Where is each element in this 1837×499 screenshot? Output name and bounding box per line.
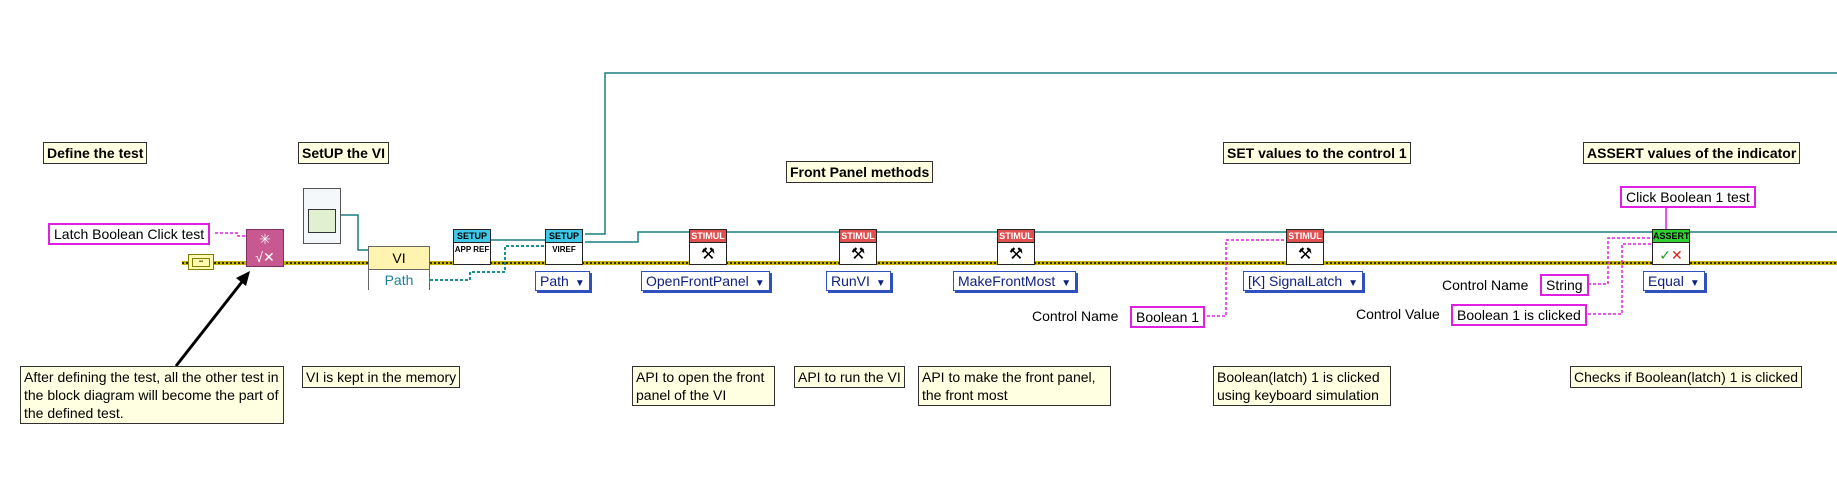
setup-header: SETUP xyxy=(546,230,582,243)
stimul-signal-latch-node[interactable]: STIMUL ⚒ xyxy=(1286,229,1324,265)
ring-label: RunVI xyxy=(831,273,870,289)
arrow-head xyxy=(236,271,250,286)
run-vi-ring[interactable]: RunVI ▼ xyxy=(826,271,891,291)
tools-icon: ⚒ xyxy=(850,246,866,263)
define-test-note: After defining the test, all the other t… xyxy=(20,366,284,424)
control-name-constant[interactable]: Boolean 1 xyxy=(1130,306,1206,328)
assert-name-constant[interactable]: Click Boolean 1 test xyxy=(1620,186,1756,208)
path-wire xyxy=(430,245,545,281)
dropdown-arrow-icon: ▼ xyxy=(754,278,765,289)
open-vi-ref-node[interactable]: VI Path xyxy=(368,246,430,290)
vi-preview-icon xyxy=(308,209,336,233)
stimul-open-front-panel-node[interactable]: STIMUL ⚒ xyxy=(689,229,727,265)
signal-latch-ring[interactable]: [K] SignalLatch ▼ xyxy=(1243,271,1364,291)
error-cluster-glyph-icon: ▪▪ xyxy=(192,258,210,267)
control-value-label: Control Value xyxy=(1356,306,1440,322)
dropdown-arrow-icon: ▼ xyxy=(574,278,585,289)
stimul-header: STIMUL xyxy=(840,230,876,243)
stimul-run-vi-node[interactable]: STIMUL ⚒ xyxy=(839,229,877,265)
ring-label: Path xyxy=(540,273,569,289)
open-front-panel-ring[interactable]: OpenFrontPanel ▼ xyxy=(641,271,770,291)
vi-file-icon[interactable] xyxy=(303,188,341,244)
path-ring-selector[interactable]: Path ▼ xyxy=(535,271,590,291)
equal-ring[interactable]: Equal ▼ xyxy=(1643,271,1705,291)
section-title-assert: ASSERT values of the indicator xyxy=(1583,142,1801,164)
vi-ref-wire-top xyxy=(585,72,1837,235)
annotation-arrow xyxy=(174,277,247,367)
ring-label: MakeFrontMost xyxy=(958,273,1056,289)
path-output-label: Path xyxy=(369,270,429,290)
make-front-note: API to make the front panel, the front m… xyxy=(918,366,1111,406)
control-value-wire xyxy=(1588,243,1652,315)
stimul-header: STIMUL xyxy=(998,230,1034,243)
check-cross-icon: √✕ xyxy=(255,249,275,265)
setup-header: SETUP xyxy=(454,230,490,243)
setup-vi-ref-node[interactable]: SETUP VIREF xyxy=(545,229,583,265)
vi-ref-label: VI xyxy=(369,247,429,270)
ring-label: Equal xyxy=(1648,273,1684,289)
string-wire xyxy=(1588,237,1652,285)
app-ref-wire xyxy=(340,214,368,251)
section-title-setup: SetUP the VI xyxy=(298,142,389,164)
make-front-most-ring[interactable]: MakeFrontMost ▼ xyxy=(953,271,1077,291)
dropdown-arrow-icon: ▼ xyxy=(875,278,886,289)
define-test-node[interactable]: ✳ √✕ xyxy=(246,229,284,267)
assert-header: ASSERT xyxy=(1653,230,1690,243)
control-name-wire xyxy=(1202,239,1290,317)
setup-app-ref-node[interactable]: SETUP APP REF xyxy=(453,229,491,265)
run-vi-note: API to run the VI xyxy=(794,366,905,388)
tools-icon: ⚒ xyxy=(1008,246,1024,263)
ring-label: [K] SignalLatch xyxy=(1248,273,1343,289)
check-cross-icon: ✓✕ xyxy=(1659,247,1683,263)
open-fp-note: API to open the front panel of the VI xyxy=(632,366,775,406)
signal-latch-note: Boolean(latch) 1 is clicked using keyboa… xyxy=(1213,366,1391,406)
error-cluster-icon[interactable]: ▪▪ xyxy=(188,254,214,270)
test-name-constant[interactable]: Latch Boolean Click test xyxy=(48,223,211,245)
dropdown-arrow-icon: ▼ xyxy=(1348,278,1359,289)
memory-note: VI is kept in the memory xyxy=(302,366,461,388)
vi-ref-text: VIREF xyxy=(552,245,576,254)
section-title-define: Define the test xyxy=(43,142,148,164)
vi-ref-wire-main xyxy=(585,231,1837,243)
string-type-constant[interactable]: String xyxy=(1540,274,1589,296)
app-ref-text: APP REF xyxy=(454,245,490,254)
dropdown-arrow-icon: ▼ xyxy=(1061,278,1072,289)
stimul-make-front-most-node[interactable]: STIMUL ⚒ xyxy=(997,229,1035,265)
tools-icon: ⚒ xyxy=(700,246,716,263)
stimul-header: STIMUL xyxy=(690,230,726,243)
ring-label: OpenFrontPanel xyxy=(646,273,749,289)
test-name-wire xyxy=(215,232,246,237)
section-title-set-values: SET values to the control 1 xyxy=(1223,142,1411,164)
control-name-label-b: Control Name xyxy=(1442,277,1529,293)
dropdown-arrow-icon: ▼ xyxy=(1689,278,1700,289)
control-name-label-a: Control Name xyxy=(1032,308,1119,324)
stimul-header: STIMUL xyxy=(1287,230,1323,243)
control-value-constant[interactable]: Boolean 1 is clicked xyxy=(1451,304,1587,326)
asterisk-icon: ✳ xyxy=(259,231,271,247)
assert-note: Checks if Boolean(latch) 1 is clicked xyxy=(1570,366,1803,388)
assert-node[interactable]: ASSERT ✓✕ xyxy=(1652,229,1690,265)
tools-icon: ⚒ xyxy=(1297,246,1313,263)
section-title-front-panel: Front Panel methods xyxy=(786,161,934,183)
